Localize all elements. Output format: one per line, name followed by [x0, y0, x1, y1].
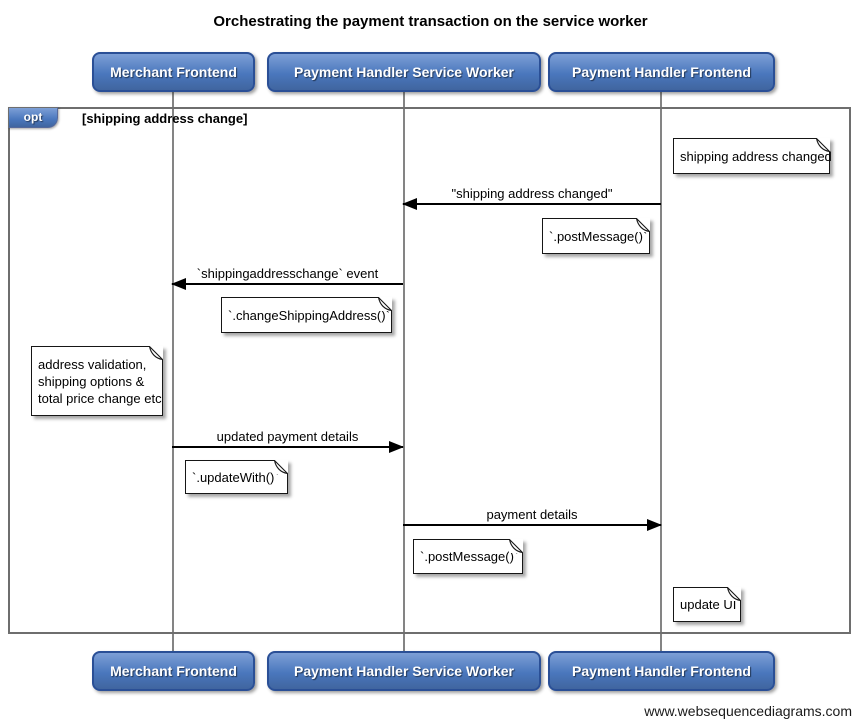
note-fold-icon: [378, 297, 392, 311]
note-text: update UI: [680, 597, 737, 612]
actor-bottom-payment-handler-service-worker: Payment Handler Service Worker: [267, 651, 541, 691]
message-arrow-line: [172, 441, 404, 453]
lifeline-payment-handler-service-worker: [403, 92, 405, 651]
arrowhead-left-icon: [402, 198, 417, 210]
opt-operator-tab: opt: [8, 107, 58, 128]
message-arrow-line: [171, 278, 403, 290]
message-arrow-line: [402, 198, 661, 210]
note-postmessage-1: `.postMessage()`: [542, 218, 650, 254]
lifeline-payment-handler-frontend: [660, 92, 662, 651]
actor-top-payment-handler-frontend: Payment Handler Frontend: [548, 52, 775, 92]
note-update-ui: update UI: [673, 587, 741, 622]
note-changeshippingaddress: `.changeShippingAddress()`: [221, 297, 392, 333]
message-shipping-address-changed: "shipping address changed": [402, 186, 661, 210]
note-text-line: shipping options &: [38, 373, 145, 389]
actor-label: Merchant Frontend: [110, 64, 237, 80]
actor-bottom-merchant-frontend: Merchant Frontend: [92, 651, 255, 691]
note-text: `.updateWith()`: [192, 469, 279, 485]
opt-guard-label: [shipping address change]: [82, 111, 248, 126]
note-text-line: total price change etc: [38, 390, 162, 406]
actor-label: Merchant Frontend: [110, 663, 237, 679]
message-payment-details: payment details: [403, 507, 662, 531]
note-text: `.changeShippingAddress()`: [228, 307, 390, 323]
arrowhead-right-icon: [647, 519, 662, 531]
arrowhead-right-icon: [389, 441, 404, 453]
note-fold-icon: [816, 138, 830, 152]
note-address-validation: address validation, shipping options & t…: [31, 346, 163, 416]
note-shipping-address-changed: shipping address changed: [673, 138, 832, 174]
message-label: updated payment details: [216, 429, 359, 444]
lifeline-merchant-frontend: [172, 92, 174, 651]
message-updated-payment-details: updated payment details: [172, 429, 404, 453]
note-updatewith: `.updateWith()`: [185, 460, 288, 494]
actor-bottom-payment-handler-frontend: Payment Handler Frontend: [548, 651, 775, 691]
note-fold-icon: [727, 587, 741, 601]
note-fold-icon: [636, 218, 650, 232]
message-shippingaddresschange-event: `shippingaddresschange` event: [171, 266, 403, 290]
message-label: `shippingaddresschange` event: [196, 266, 379, 281]
message-label: payment details: [486, 507, 578, 522]
arrowhead-left-icon: [171, 278, 186, 290]
note-text: `.postMessage()`: [549, 228, 648, 244]
note-fold-icon: [509, 539, 523, 553]
actor-top-merchant-frontend: Merchant Frontend: [92, 52, 255, 92]
actor-label: Payment Handler Service Worker: [294, 663, 514, 679]
actor-label: Payment Handler Frontend: [572, 663, 751, 679]
actor-label: Payment Handler Frontend: [572, 64, 751, 80]
watermark: www.websequencediagrams.com: [644, 703, 852, 719]
note-text: shipping address changed: [680, 148, 832, 164]
note-postmessage-2: `.postMessage()`: [413, 539, 523, 574]
message-arrow-line: [403, 519, 662, 531]
note-text: `.postMessage()`: [420, 549, 519, 564]
note-fold-icon: [274, 460, 288, 474]
note-fold-icon: [149, 346, 163, 360]
message-label: "shipping address changed": [451, 186, 613, 201]
actor-label: Payment Handler Service Worker: [294, 64, 514, 80]
actor-top-payment-handler-service-worker: Payment Handler Service Worker: [267, 52, 541, 92]
opt-fragment-frame: opt [shipping address change]: [8, 107, 851, 634]
diagram-title: Orchestrating the payment transaction on…: [213, 13, 648, 30]
note-text-line: address validation,: [38, 356, 147, 372]
